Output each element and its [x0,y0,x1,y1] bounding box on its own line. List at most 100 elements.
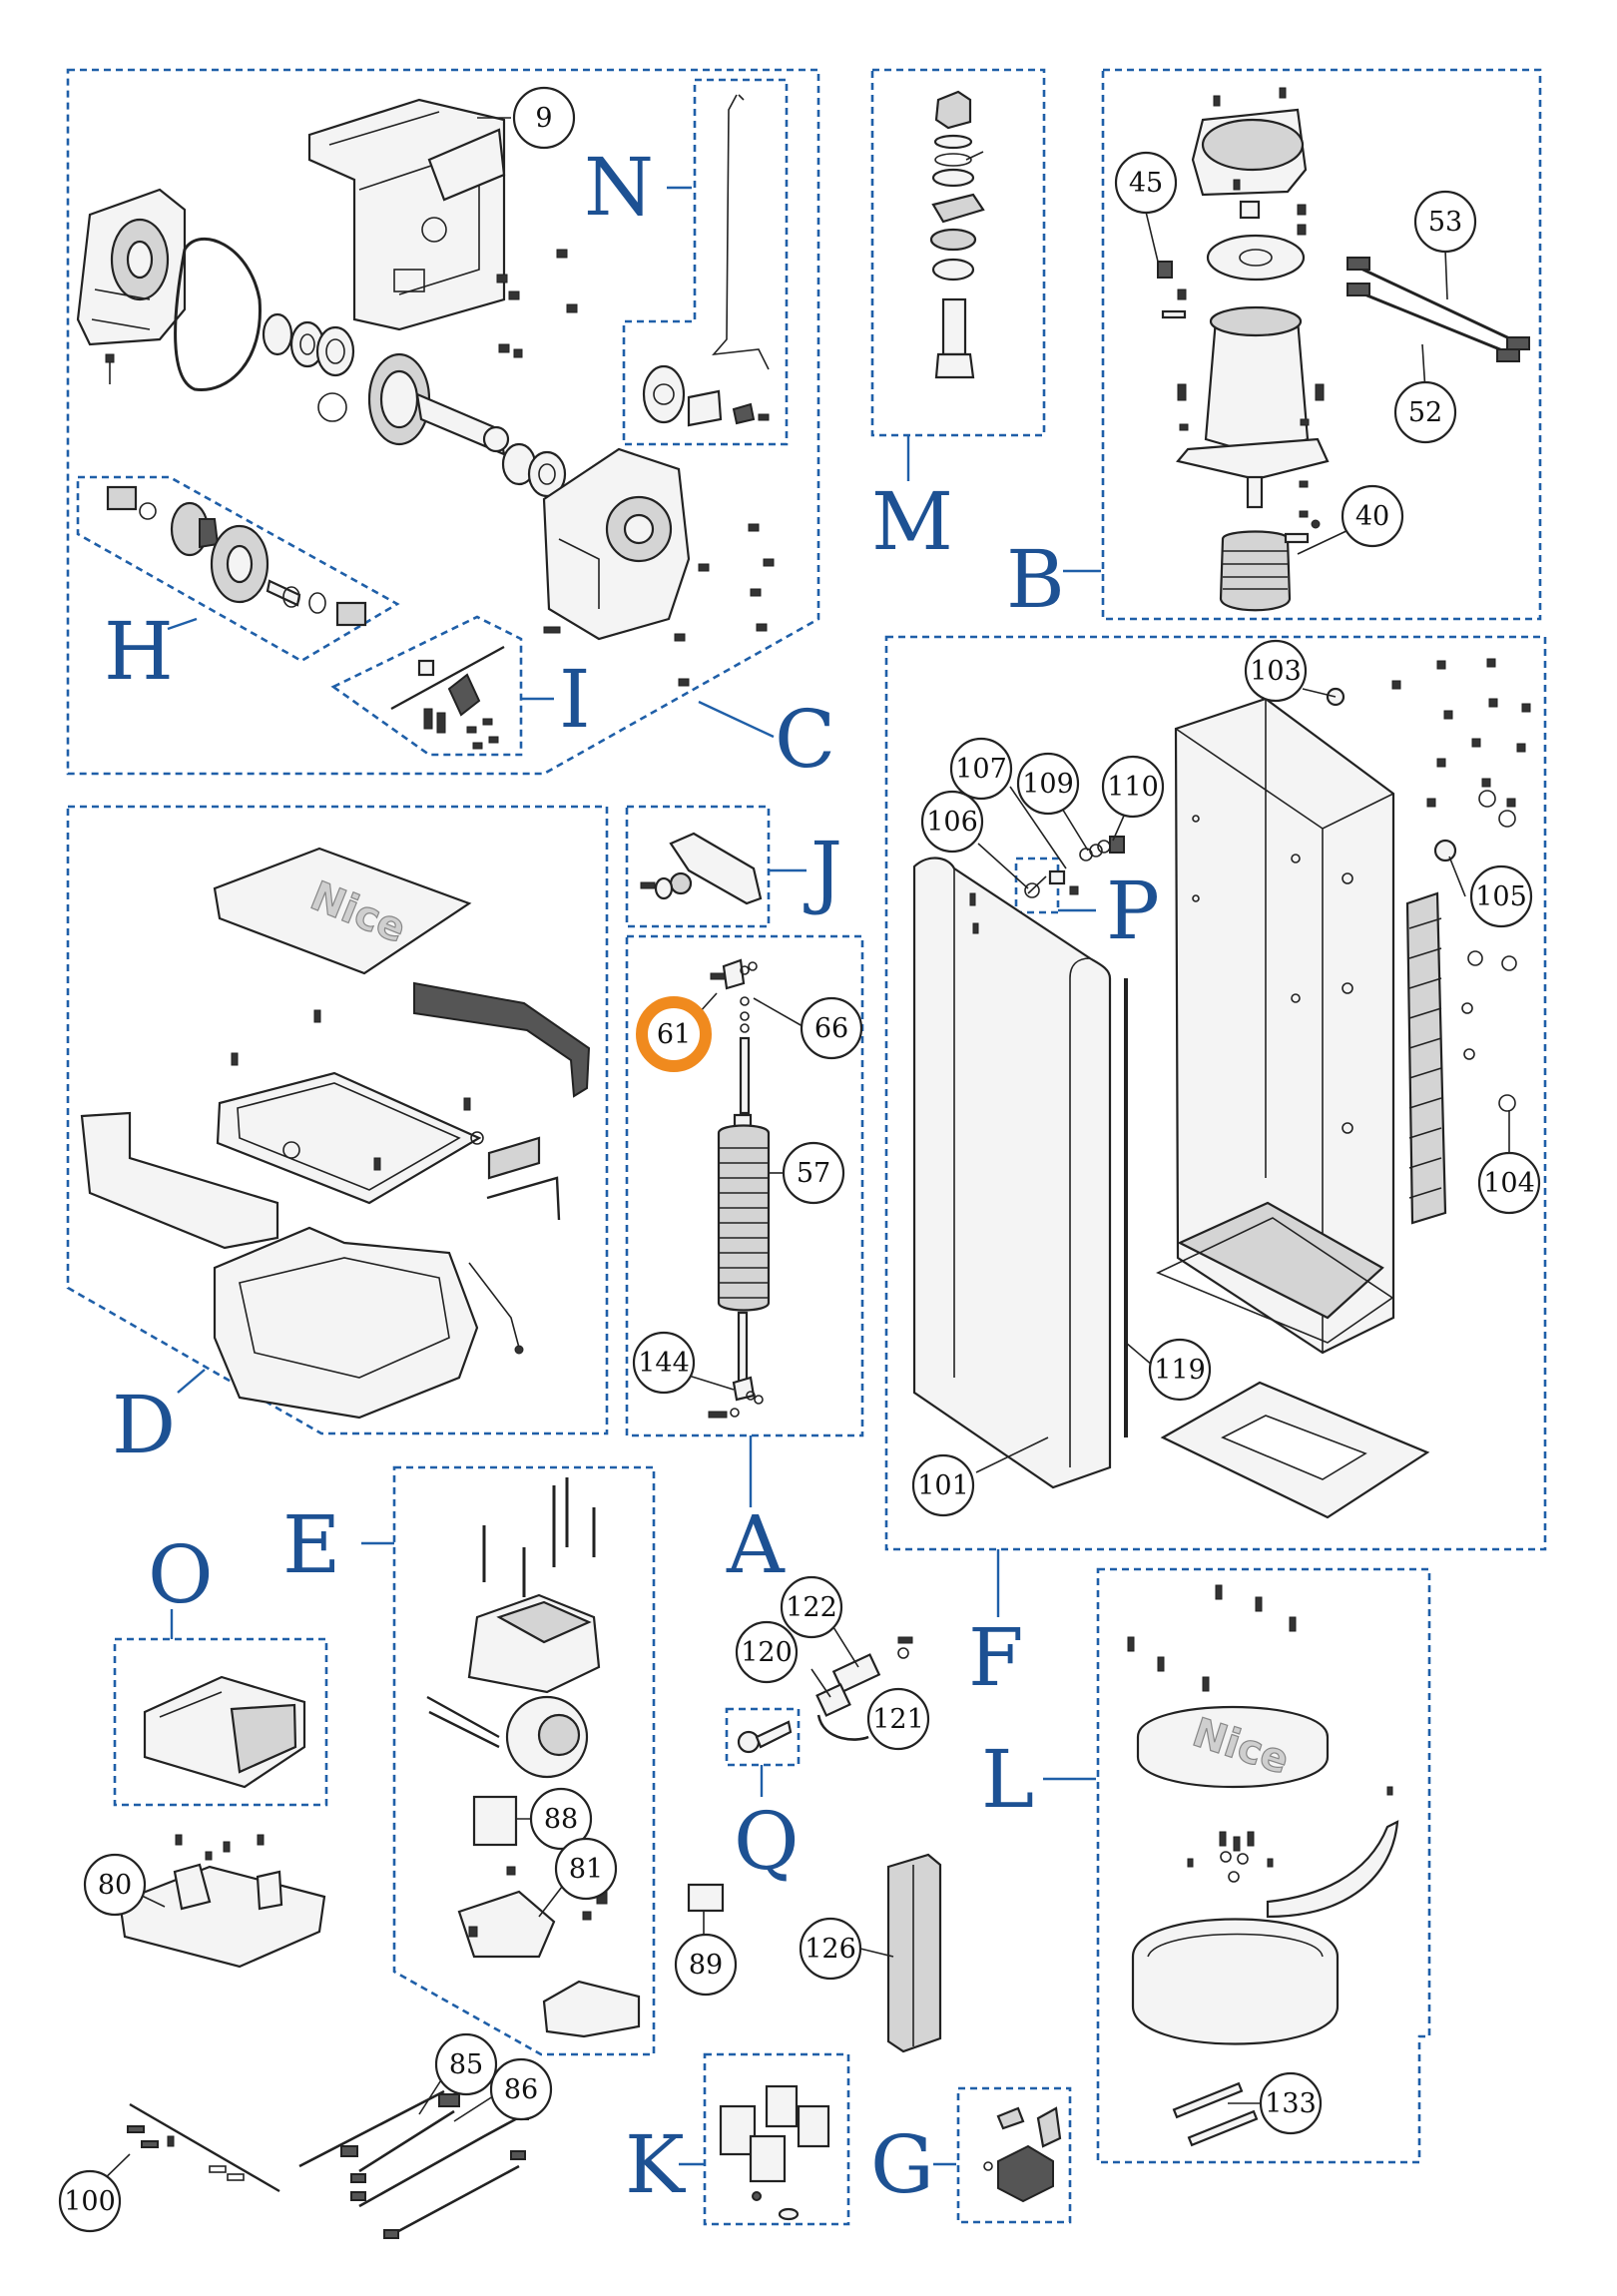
group-b-border [1101,68,1542,621]
callout-105: 105 [1469,864,1533,928]
callout-106: 106 [920,790,984,854]
callout-label-81: 81 [569,1854,603,1885]
callout-61: 61 [636,996,712,1072]
group-o-border [113,1637,328,1807]
column-cap-parts: Nice [1127,1584,1399,2147]
cable-parts [127,2089,529,2239]
callout-label-133: 133 [1265,2088,1317,2119]
callout-label-85: 85 [449,2049,483,2080]
group-borders [66,68,1547,2226]
group-letter-a: A [726,1498,786,1591]
callout-40: 40 [1341,484,1404,548]
group-letter-k: K [625,2118,686,2211]
callout-52: 52 [1393,380,1457,444]
reduction-gear-parts [106,485,367,627]
group-d-border [66,805,609,1435]
callout-label-121: 121 [872,1704,924,1735]
callout-109: 109 [1016,752,1080,816]
group-letters: N H I C M B D J A P F E O Q L K G [104,141,1160,2211]
callout-label-53: 53 [1428,207,1462,238]
callout-126: 126 [799,1917,862,1981]
bracket-parts [640,832,763,905]
callout-label-57: 57 [797,1158,830,1189]
callout-80: 80 [83,1853,147,1917]
group-k-border [703,2052,850,2226]
callout-label-9: 9 [535,103,552,134]
callout-122: 122 [780,1575,843,1639]
callout-110: 110 [1101,755,1165,819]
release-key-parts [737,1720,793,1754]
group-letter-h: H [104,605,174,698]
callout-119: 119 [1148,1338,1212,1402]
callout-leaders [94,117,1510,2189]
group-a-border [625,934,864,1437]
group-letter-m: M [871,475,953,568]
group-letter-e: E [282,1498,340,1591]
group-m-border [870,68,1046,437]
electronics-parts [426,1477,641,2038]
callout-label-103: 103 [1250,656,1302,687]
callout-45: 45 [1114,151,1178,215]
transmitter-parts [719,2084,830,2221]
group-letter-i: I [559,653,591,746]
group-letter-o: O [148,1528,214,1621]
callout-9: 9 [512,86,576,150]
callout-label-122: 122 [786,1592,837,1623]
motor-parts [1157,87,1530,612]
callout-label-101: 101 [917,1470,969,1501]
group-f-border [884,635,1547,1551]
flashing-light-parts [983,2106,1062,2203]
group-letter-j: J [804,825,842,917]
callout-144: 144 [632,1331,696,1395]
callout-label-105: 105 [1475,881,1527,912]
callout-53: 53 [1413,190,1477,254]
group-g-border [956,2086,1072,2224]
group-letter-d: D [112,1379,176,1471]
group-letter-q: Q [734,1795,800,1888]
callout-label-109: 109 [1022,769,1074,800]
group-e-border [392,1465,656,2056]
callout-66: 66 [800,996,863,1060]
callout-104: 104 [1477,1151,1541,1215]
callout-100: 100 [58,2169,122,2233]
group-letter-n: N [584,141,654,234]
group-letter-f: F [968,1611,1024,1704]
callout-107: 107 [949,737,1013,801]
callout-133: 133 [1259,2071,1323,2135]
callout-label-104: 104 [1483,1168,1535,1199]
callout-label-40: 40 [1355,501,1389,532]
gearbox-parts [76,98,775,687]
callout-label-119: 119 [1154,1355,1206,1386]
release-lever-parts [815,1636,913,1741]
callout-103: 103 [1244,639,1308,703]
callout-57: 57 [782,1141,845,1205]
callout-121: 121 [866,1687,930,1751]
cabinet-parts [912,658,1531,1519]
callout-label-126: 126 [805,1934,856,1965]
callout-label-144: 144 [638,1348,690,1379]
callout-120: 120 [735,1620,799,1684]
callout-label-120: 120 [741,1637,793,1668]
spring-retaining-parts [929,90,985,379]
callout-label-88: 88 [544,1804,578,1835]
group-letter-b: B [1006,533,1065,626]
callout-86: 86 [489,2057,553,2121]
group-l-border [1096,1567,1431,2164]
cover-parts: Nice [80,847,591,1420]
extrusion-126 [886,1853,942,2053]
group-letter-p: P [1106,864,1160,957]
callout-label-89: 89 [689,1950,723,1981]
callout-81: 81 [554,1837,618,1901]
limit-switch-parts [642,94,770,427]
callout-label-106: 106 [926,807,978,838]
callout-label-66: 66 [814,1013,848,1044]
callout-85: 85 [434,2032,498,2096]
callout-label-52: 52 [1408,397,1442,428]
encoder-parts [390,645,505,750]
group-q-border [725,1707,801,1767]
group-letter-c: C [775,693,835,786]
connector-89 [687,1883,725,1913]
lock-parts [1024,836,1125,898]
base-plate-80 [118,1834,326,1969]
